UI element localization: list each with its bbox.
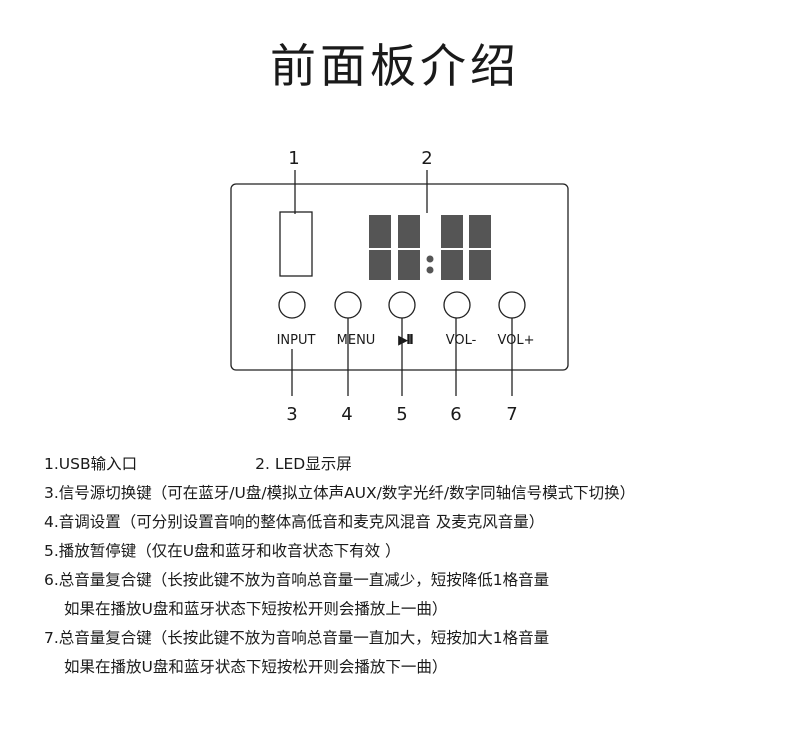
- vol-down-label: VOL-: [446, 333, 477, 348]
- led-digit-3-top: [441, 215, 463, 248]
- led-colon-top: [426, 255, 434, 263]
- callout-number-7: 7: [506, 404, 517, 425]
- legend-item-5: 5.播放暂停键（仅在U盘和蓝牙和收音状态下有效 ）: [44, 542, 401, 560]
- callout-number-5: 5: [396, 404, 407, 425]
- legend-item-6-line-2: 如果在播放U盘和蓝牙状态下短按松开则会播放上一曲）: [64, 600, 448, 618]
- legend-item-6-line-1: 6.总音量复合键（长按此键不放为音响总音量一直减少，短按降低1格音量: [44, 571, 550, 589]
- legend-item-7-line-1: 7.总音量复合键（长按此键不放为音响总音量一直加大，短按加大1格音量: [44, 629, 550, 647]
- play-pause-button[interactable]: [388, 291, 416, 319]
- led-display: [369, 215, 491, 280]
- input-label: INPUT: [277, 333, 316, 348]
- legend-item-7-line-2: 如果在播放U盘和蓝牙状态下短按松开则会播放下一曲）: [64, 658, 448, 676]
- led-digit-1-bottom: [369, 250, 391, 280]
- led-digit-2-top: [398, 215, 420, 248]
- legend: 1.USB输入口 2. LED显示屏 3.信号源切换键（可在蓝牙/U盘/模拟立体声…: [44, 450, 784, 682]
- led-digit-1-top: [369, 215, 391, 248]
- led-digit-4-top: [469, 215, 491, 248]
- usb-port: [279, 211, 313, 277]
- callout-number-4: 4: [341, 404, 352, 425]
- menu-button[interactable]: [334, 291, 362, 319]
- panel-outline: [230, 183, 569, 371]
- legend-row-1: 1.USB输入口 2. LED显示屏: [44, 450, 784, 479]
- legend-item-2: 2. LED显示屏: [255, 455, 352, 473]
- vol-down-button[interactable]: [443, 291, 471, 319]
- legend-item-1: 1.USB输入口: [44, 455, 138, 473]
- menu-label: MENU: [337, 333, 376, 348]
- vol-up-label: VOL+: [497, 333, 534, 348]
- callout-number-6: 6: [450, 404, 461, 425]
- vol-up-button[interactable]: [498, 291, 526, 319]
- page-title: 前面板介绍: [270, 39, 520, 93]
- legend-item-3: 3.信号源切换键（可在蓝牙/U盘/模拟立体声AUX/数字光纤/数字同轴信号模式下…: [44, 484, 636, 502]
- legend-item-4: 4.音调设置（可分别设置音响的整体高低音和麦克风混音 及麦克风音量）: [44, 513, 545, 531]
- led-digit-3-bottom: [441, 250, 463, 280]
- play-pause-label: ▶II: [398, 333, 413, 348]
- callout-number-3: 3: [286, 404, 297, 425]
- callout-number-2: 2: [421, 148, 432, 169]
- callout-number-1: 1: [288, 148, 299, 169]
- front-panel-diagram: INPUT MENU ▶II VOL- VOL+ 1 2 3 4 5 6 7: [230, 148, 569, 425]
- led-digit-2-bottom: [398, 250, 420, 280]
- input-button[interactable]: [278, 291, 306, 319]
- led-digit-4-bottom: [469, 250, 491, 280]
- led-colon-bottom: [426, 266, 434, 274]
